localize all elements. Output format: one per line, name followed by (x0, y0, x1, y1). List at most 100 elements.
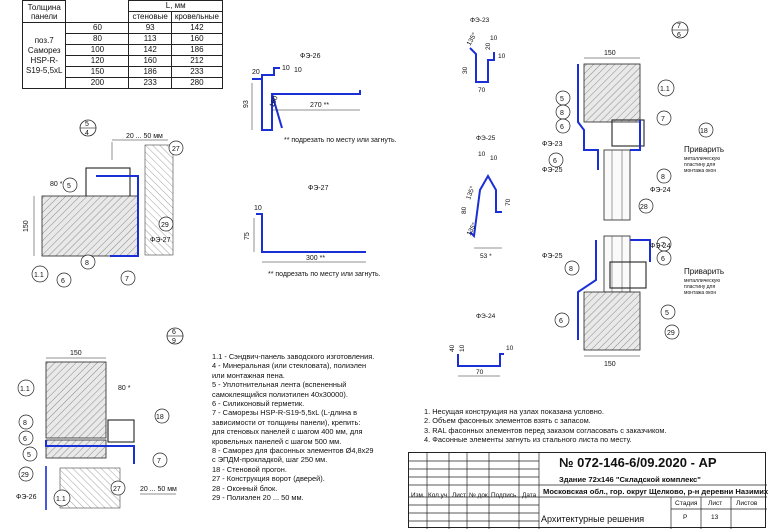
fe27-note: ** подрезать по месту или загнуть. (268, 271, 381, 278)
callout-5 (22, 446, 38, 462)
legend-item: 29 - Полиэлен 20 ... 50 мм. (212, 493, 304, 503)
callout-18 (698, 122, 714, 138)
legend-item: 27 - Конструкция ворот (дверей). (212, 474, 325, 484)
callout-29 (158, 216, 174, 232)
detail-7: 7 6 150 150 1.1 5 8 6 7 18 6 8 (542, 21, 724, 368)
label-fe23: ФЭ-23 (542, 141, 563, 148)
fe24-dim: 10 (506, 345, 514, 352)
svg-text:29: 29 (161, 222, 169, 229)
dim-top: 150 (604, 50, 616, 57)
svg-text:6: 6 (61, 278, 65, 285)
marker-bottom: 4 (85, 130, 89, 137)
svg-text:5: 5 (67, 183, 71, 190)
svg-text:1.1: 1.1 (34, 272, 44, 279)
dim-gap: 20 ... 50 мм (140, 486, 177, 493)
fe24-dim: 40 (449, 344, 456, 352)
dim-gap: 20 ... 50 мм (126, 133, 163, 140)
fe25-label: ФЭ-25 (476, 135, 496, 142)
label-fe24: ФЭ-24 (650, 187, 671, 194)
fe27-dim: 10 (254, 205, 262, 212)
callout-6 (555, 118, 571, 134)
spec-table: Толщина панели L, мм стеновые кровельные… (21, 0, 224, 89)
building-name: Здание 72х146 "Складской комплекс" (559, 475, 701, 484)
note-item: 3. RAL фасонных элементов перед заказом … (424, 425, 667, 435)
hdr-sign: Подпись (491, 492, 517, 499)
legend-item: 7 - Саморезы HSP-R-S19-5,5xL (L-длина в (212, 408, 358, 418)
hdr-rev: Изм. (411, 492, 425, 499)
svg-text:27: 27 (113, 486, 121, 493)
callout-6 (18, 430, 34, 446)
purlin (107, 419, 135, 443)
callout-6 (554, 312, 570, 328)
profile-fe24: ФЭ-24 40 10 10 70 (449, 313, 514, 377)
marker-top: 7 (677, 23, 681, 30)
callout-8 (656, 168, 672, 184)
cell-roof: 280 (170, 77, 224, 89)
label-fe27: ФЭ-27 (150, 237, 171, 244)
detail-6: 6 9 150 80 * 20 ... 50 мм 1.1 8 6 5 18 2… (16, 327, 184, 510)
profile-fe25: ФЭ-25 10 10 135° 135° 70 80 53 * (461, 135, 512, 260)
svg-text:1.1: 1.1 (660, 86, 670, 93)
row-label-line: S19-5,5xL (26, 65, 63, 75)
svg-text:7: 7 (125, 276, 129, 283)
legend-item: 1.1 - Сэндвич-панель заводского изготовл… (212, 352, 375, 361)
svg-text:29: 29 (667, 330, 675, 337)
fe25-dim: 53 * (480, 253, 492, 260)
profile-fe26: ФЭ-26 20 10 10 160 93 270 ** ** подрезат… (243, 53, 397, 144)
svg-text:6: 6 (23, 436, 27, 443)
weld-title: Приварить (684, 145, 724, 154)
callout-8 (80, 254, 96, 270)
weld-title: Приварить (684, 267, 724, 276)
fe27-dim: 300 ** (306, 255, 325, 262)
label-fe24: ФЭ-24 (650, 243, 671, 250)
callout-5 (62, 177, 78, 193)
detail-5: 5 4 20 ... 50 мм 150 80 * 27 5 29 1.1 6 … (23, 119, 184, 288)
svg-text:18: 18 (156, 414, 164, 421)
callout-29 (18, 466, 34, 482)
purlin-top (611, 119, 645, 147)
fe26-shape (252, 78, 361, 131)
fe25-dim: 135° (464, 185, 476, 201)
purlin (85, 167, 131, 199)
profile-fe23: ФЭ-23 10 135° 10 20 30 70 (462, 17, 506, 94)
sandwich-panel (41, 195, 139, 257)
marker-bottom: 6 (677, 32, 681, 39)
legend-item: 18 - Стеновой прогон. (212, 464, 287, 474)
window-frame (603, 149, 631, 221)
callout-7 (152, 452, 168, 468)
sheets-label: Листов (736, 500, 758, 507)
building-location: Московская обл., гор. округ Щелково, р-н… (543, 487, 768, 496)
fe24-shape (457, 353, 504, 367)
marker-bottom: 9 (172, 338, 176, 345)
svg-text:8: 8 (661, 174, 665, 181)
general-notes: 1. Несущая конструкция на узлах показана… (424, 407, 667, 445)
svg-text:6: 6 (559, 318, 563, 325)
fe27-label: ФЭ-27 (308, 185, 329, 192)
svg-text:7: 7 (661, 116, 665, 123)
svg-text:8: 8 (23, 420, 27, 427)
svg-text:28: 28 (640, 204, 648, 211)
svg-text:6: 6 (560, 124, 564, 131)
svg-text:пластину для: пластину для (684, 162, 715, 168)
svg-text:1.1: 1.1 (56, 496, 66, 503)
legend-item: самоклеящийся полиэтилен 40x30000). (212, 389, 348, 399)
title-block: № 072-146-6/09.2020 - АР Здание 72х146 "… (408, 452, 768, 529)
legend-item: 4 - Минеральная (или стекловата), полиэл… (212, 361, 367, 371)
svg-text:7: 7 (661, 242, 665, 249)
callout-5 (660, 304, 676, 320)
fe24-dim: 70 (476, 369, 484, 376)
window-frame-lower (603, 235, 631, 293)
callout-27 (110, 480, 126, 496)
svg-text:6: 6 (553, 158, 557, 165)
document-code: № 072-146-6/09.2020 - АР (559, 455, 717, 470)
hdr-date: Дата (522, 492, 537, 499)
row-label: поз.7 Саморез HSP-R- S19-5,5xL (21, 22, 67, 89)
fe26-dim: 10 (294, 67, 302, 74)
stage-value: Р (683, 514, 688, 521)
section-name: Архитектурные решения (541, 514, 645, 524)
purlin-bottom (609, 261, 647, 289)
dim-80: 80 * (50, 181, 63, 188)
svg-text:8: 8 (85, 260, 89, 267)
legend-item: 8 - Саморез для фасонных элементов Ø4,8x… (212, 446, 374, 456)
